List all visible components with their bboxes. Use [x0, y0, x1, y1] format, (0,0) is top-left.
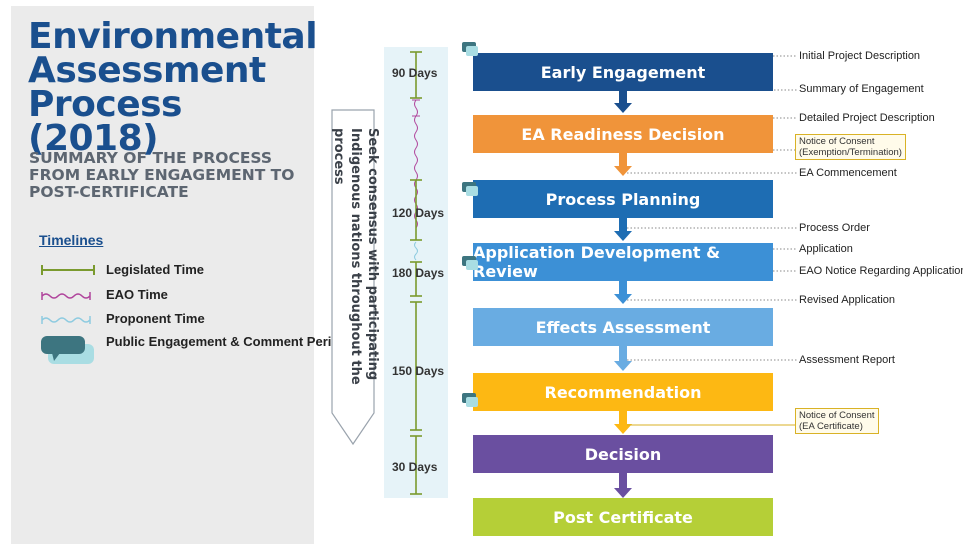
- step-label: Effects Assessment: [535, 317, 711, 337]
- step-label: Early Engagement: [540, 62, 706, 82]
- notice-line: Notice of Consent: [799, 136, 875, 147]
- page-title: Environmental Assessment Process (2018): [28, 16, 318, 159]
- duration-label: 120 Days: [392, 206, 445, 220]
- step-label: Decision: [584, 444, 662, 464]
- step-decision: Decision: [473, 435, 773, 473]
- speech-bubble-icon: [462, 256, 478, 270]
- step-effects-assessment: Effects Assessment: [473, 308, 773, 346]
- output-label: Process Order: [799, 222, 870, 234]
- step-early-engagement: Early Engagement: [473, 53, 773, 91]
- proponent-wave-icon: [41, 316, 91, 324]
- step-label: Post Certificate: [553, 507, 693, 527]
- step-post-certificate: Post Certificate: [473, 498, 773, 536]
- output-label: EA Commencement: [799, 167, 897, 179]
- output-label: Revised Application: [799, 294, 896, 306]
- timelines-heading: Timelines: [39, 232, 104, 248]
- page-subtitle: SUMMARY OF THE PROCESS FROM EARLY ENGAGE…: [29, 149, 295, 201]
- duration-label: 180 Days: [392, 266, 445, 280]
- duration-label: 150 Days: [392, 364, 445, 378]
- notice-box: Notice of Consent (EA Certificate): [795, 408, 879, 434]
- output-label: Detailed Project Description: [799, 112, 935, 124]
- duration-label: 90 Days: [392, 66, 438, 80]
- notice-line: (EA Certificate): [799, 421, 863, 432]
- notice-line: Notice of Consent: [799, 410, 875, 421]
- legend-label: Proponent Time: [106, 311, 205, 326]
- notice-box: Notice of Consent (Exemption/Termination…: [795, 134, 906, 160]
- legend-label: EAO Time: [106, 287, 168, 302]
- duration-label: 30 Days: [392, 460, 438, 474]
- legislated-line-icon: [41, 265, 95, 275]
- speech-bubble-icon: [462, 42, 478, 56]
- step-label: EA Readiness Decision: [521, 124, 725, 144]
- speech-bubble-icon: [462, 182, 478, 196]
- eao-wave-icon: [41, 292, 91, 300]
- step-application-development-review: Application Development & Review: [473, 243, 773, 281]
- step-label: Process Planning: [545, 189, 701, 209]
- speech-bubble-icon: [462, 393, 478, 407]
- notice-line: (Exemption/Termination): [799, 147, 902, 158]
- legend-label-public-engagement: Public Engagement & Comment Period: [106, 334, 348, 349]
- step-ea-readiness-decision: EA Readiness Decision: [473, 115, 773, 153]
- step-label: Recommendation: [544, 382, 702, 402]
- output-label: Summary of Engagement: [799, 83, 924, 95]
- output-label: Initial Project Description: [799, 50, 921, 62]
- title-panel: [11, 6, 314, 544]
- step-label: Application Development & Review: [473, 243, 721, 281]
- output-label: EAO Notice Regarding Application: [799, 265, 963, 277]
- step-process-planning: Process Planning: [473, 180, 773, 218]
- step-recommendation: Recommendation: [473, 373, 773, 411]
- output-label: Application: [799, 243, 853, 255]
- consensus-arrow: [331, 109, 375, 446]
- legend-label: Legislated Time: [106, 262, 205, 277]
- output-label: Assessment Report: [799, 354, 895, 366]
- speech-bubble-icon: [41, 336, 94, 364]
